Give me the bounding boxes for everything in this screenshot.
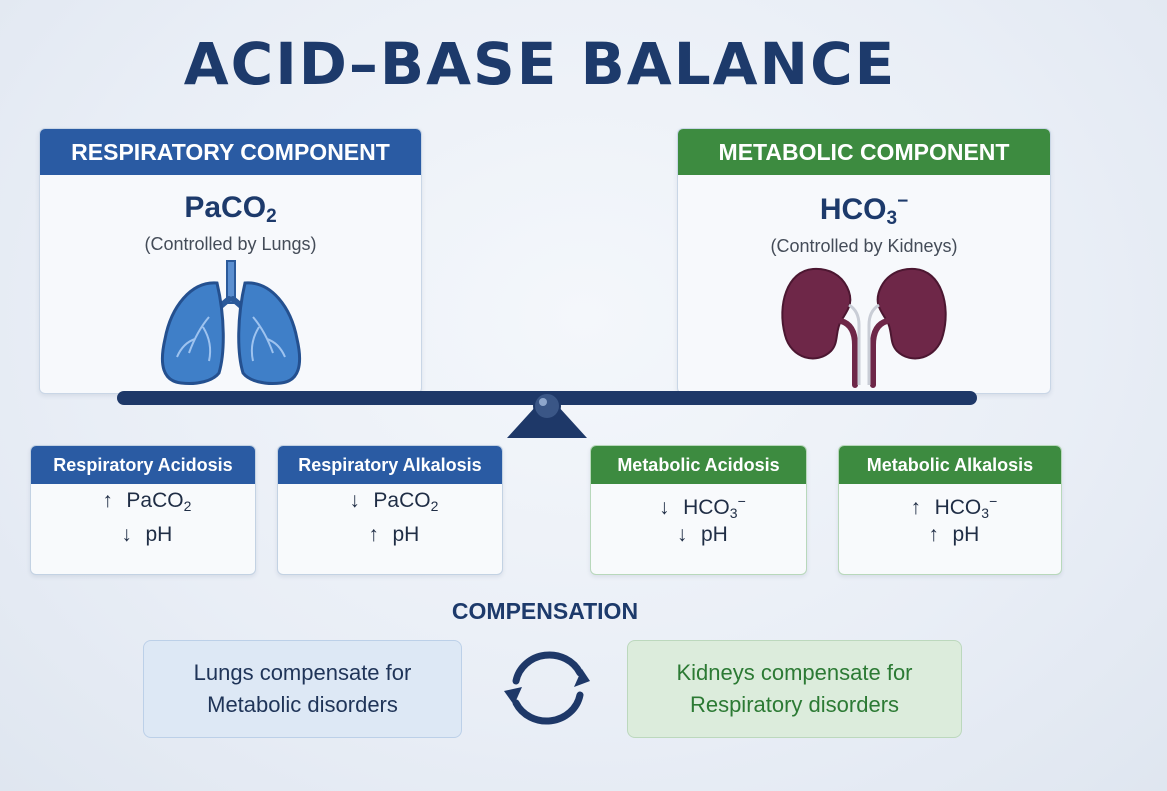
respiratory-parameter-main: PaCO xyxy=(184,191,267,224)
disorder-variable: HCO xyxy=(934,496,982,519)
metabolic-parameter-sub: 3 xyxy=(886,208,898,229)
up-arrow-icon: ↑ xyxy=(368,523,379,546)
disorder-variable-sub: 3 xyxy=(981,505,990,521)
metabolic-component-panel: METABOLIC COMPONENT HCO3− (Controlled by… xyxy=(677,128,1051,394)
disorder-line-primary: ↓ HCO3− xyxy=(591,484,806,521)
disorder-line-ph: ↓ pH xyxy=(31,518,255,552)
respiratory-parameter: PaCO2 xyxy=(40,191,421,228)
disorder-variable-sup: − xyxy=(989,493,998,509)
disorder-card-metabolic-acidosis: Metabolic Acidosis ↓ HCO3− ↓ pH xyxy=(590,445,807,575)
disorder-title: Metabolic Alkalosis xyxy=(839,446,1061,484)
respiratory-parameter-sub: 2 xyxy=(266,206,277,227)
metabolic-parameter-main: HCO xyxy=(819,193,887,226)
disorder-line-ph: ↑ pH xyxy=(278,518,502,552)
metabolic-parameter: HCO3− xyxy=(678,191,1050,230)
respiratory-component-panel: RESPIRATORY COMPONENT PaCO2 (Controlled … xyxy=(39,128,422,394)
down-arrow-icon: ↓ xyxy=(349,489,360,512)
disorder-ph: pH xyxy=(700,523,728,546)
disorder-variable-sub: 3 xyxy=(729,505,738,521)
disorder-variable-sub: 2 xyxy=(183,498,192,514)
disorder-variable-sup: − xyxy=(737,493,746,509)
disorder-variable-sub: 2 xyxy=(430,498,439,514)
disorder-line-primary: ↓ PaCO2 xyxy=(278,484,502,518)
up-arrow-icon: ↑ xyxy=(910,496,922,519)
lungs-compensation-box: Lungs compensate for Metabolic disorders xyxy=(143,640,462,738)
disorder-variable: HCO xyxy=(683,496,730,519)
kidneys-compensation-box: Kidneys compensate for Respiratory disor… xyxy=(627,640,962,738)
lungs-icon xyxy=(160,260,301,385)
kidneys-icon xyxy=(781,267,947,388)
disorder-title: Respiratory Alkalosis xyxy=(278,446,502,484)
disorder-variable: PaCO xyxy=(126,489,184,512)
disorder-ph: pH xyxy=(145,523,173,546)
up-arrow-icon: ↑ xyxy=(928,523,939,546)
disorder-ph: pH xyxy=(392,523,420,546)
metabolic-component-header: METABOLIC COMPONENT xyxy=(678,129,1050,175)
disorder-card-metabolic-alkalosis: Metabolic Alkalosis ↑ HCO3− ↑ pH xyxy=(838,445,1062,575)
disorder-card-respiratory-alkalosis: Respiratory Alkalosis ↓ PaCO2 ↑ pH xyxy=(277,445,503,575)
disorder-line-primary: ↑ PaCO2 xyxy=(31,484,255,518)
disorder-ph: pH xyxy=(952,523,980,546)
disorder-line-primary: ↑ HCO3− xyxy=(839,484,1061,521)
up-arrow-icon: ↑ xyxy=(102,489,113,512)
lungs-compensation-line2: Metabolic disorders xyxy=(207,692,398,717)
balance-fulcrum-icon xyxy=(507,392,587,438)
page-title: ACID–BASE BALANCE xyxy=(183,30,897,98)
disorder-line-ph: ↑ pH xyxy=(839,518,1061,552)
metabolic-controlled-by: (Controlled by Kidneys) xyxy=(770,236,958,256)
cycle-arrows-icon xyxy=(504,651,590,725)
disorder-card-respiratory-acidosis: Respiratory Acidosis ↑ PaCO2 ↓ pH xyxy=(30,445,256,575)
down-arrow-icon: ↓ xyxy=(676,523,688,546)
disorder-variable: PaCO xyxy=(373,489,431,512)
respiratory-component-header: RESPIRATORY COMPONENT xyxy=(40,129,421,175)
compensation-title: COMPENSATION xyxy=(451,598,639,624)
respiratory-controlled-by: (Controlled by Lungs) xyxy=(144,234,317,254)
disorder-title: Respiratory Acidosis xyxy=(31,446,255,484)
kidneys-compensation-line1: Kidneys compensate for xyxy=(676,660,913,685)
metabolic-parameter-sup: − xyxy=(897,191,909,212)
disorder-line-ph: ↓ pH xyxy=(591,518,806,552)
down-arrow-icon: ↓ xyxy=(659,496,670,519)
down-arrow-icon: ↓ xyxy=(121,523,132,546)
lungs-compensation-line1: Lungs compensate for xyxy=(193,660,412,685)
kidneys-compensation-line2: Respiratory disorders xyxy=(689,692,900,717)
disorder-title: Metabolic Acidosis xyxy=(591,446,806,484)
